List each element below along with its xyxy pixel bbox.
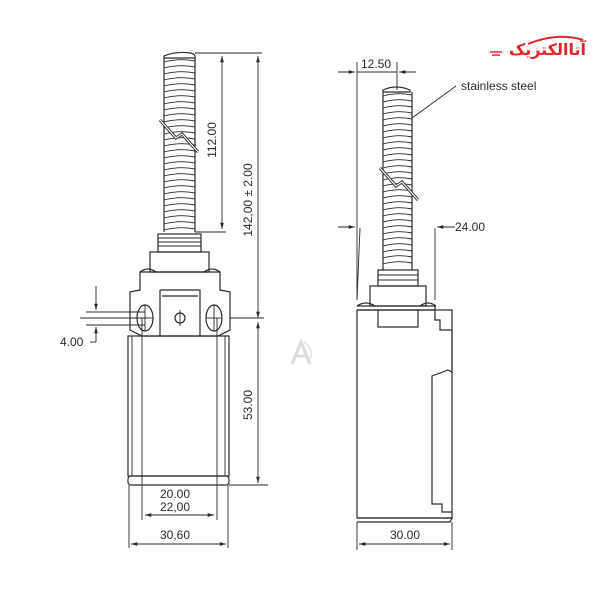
dim-plunger-diameter: 12.50 — [361, 57, 391, 71]
dim-inner-width-2: 22,00 — [160, 500, 190, 514]
dim-body-height: 53.00 — [241, 390, 255, 420]
logo-swoosh-icon — [490, 35, 584, 56]
front-body — [127, 318, 230, 520]
dim-head-width: 24.00 — [455, 220, 485, 234]
side-body — [356, 302, 453, 523]
side-dimensions: 12.50 stainless steel 24.00 30.00 — [338, 57, 536, 550]
front-dimensions: 112.00 142,00 ± 2.00 53.00 4.00 20.00 22… — [60, 52, 268, 548]
front-plunger-spring — [158, 51, 200, 232]
dim-total-height: 142,00 ± 2.00 — [241, 163, 255, 237]
dim-inner-width-1: 20.00 — [160, 487, 190, 501]
watermark-logo — [286, 336, 316, 370]
material-label: stainless steel — [461, 79, 536, 93]
dim-body-depth: 30.00 — [390, 528, 420, 542]
front-head — [129, 268, 231, 337]
side-view: 12.50 stainless steel 24.00 30.00 — [338, 57, 536, 550]
watermark-a-icon — [290, 338, 312, 365]
dim-plunger-length: 112.00 — [205, 122, 219, 158]
dim-hole-spacing: 4.00 — [60, 335, 84, 349]
side-plunger-spring — [378, 86, 420, 270]
logo-text: آتاالکتریک — [508, 40, 587, 59]
front-bushing — [149, 233, 210, 273]
dim-body-width: 30,60 — [160, 528, 190, 542]
front-view: 112.00 142,00 ± 2.00 53.00 4.00 20.00 22… — [60, 51, 268, 548]
side-bushing — [369, 269, 427, 307]
brand-logo: آتاالکتریک — [488, 34, 587, 60]
